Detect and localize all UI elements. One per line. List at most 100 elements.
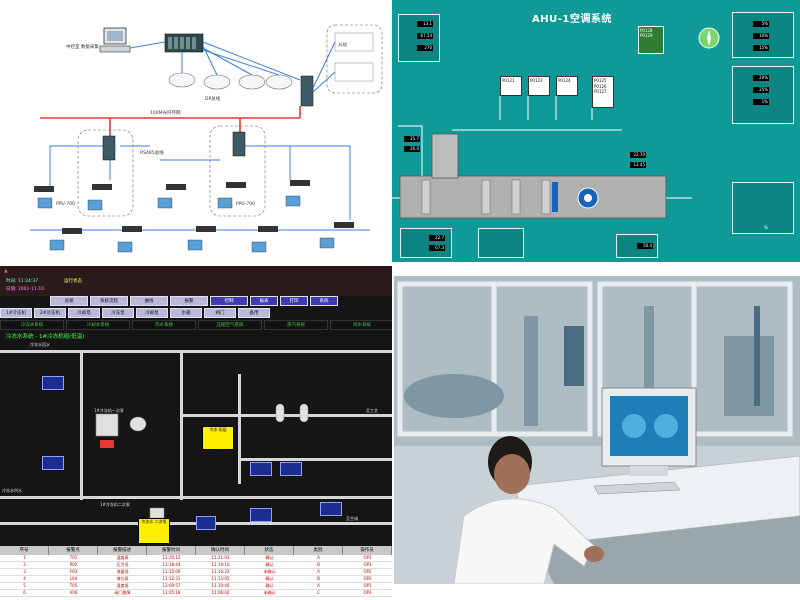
- readout-6: [320, 502, 342, 516]
- th-5: 状态: [245, 546, 294, 555]
- bottom-left-panel: 22.7 67.3: [400, 228, 452, 258]
- right-value-6: 1%: [753, 99, 769, 105]
- right-value-5: 25%: [753, 87, 769, 93]
- ring-label: 100M光纤环网: [150, 111, 181, 116]
- pipe-label-0: 冷冻水回水: [30, 342, 50, 347]
- p-box-1: P0121: [500, 76, 522, 96]
- th-3: 报警时间: [147, 546, 196, 555]
- nav2-btn-0[interactable]: 1#冷冻机: [0, 308, 32, 318]
- scada-chilled-water-screen: ▲ 时间: 11:24:37 日期: 2002-11-10 运行状态 总貌 系统…: [0, 266, 392, 600]
- unit-label: %: [764, 226, 769, 231]
- nav1-btn-4[interactable]: 控制: [210, 296, 248, 306]
- pipe-label-5: 至空调: [346, 516, 358, 521]
- right-mid-panel: 20% 25% 1%: [732, 66, 794, 124]
- center-value-2: 20.0: [404, 146, 420, 152]
- scada-title: 冷冻水系统 - 1#冷冻机组(低温): [6, 334, 85, 340]
- nav2-btn-4[interactable]: 冷却泵: [136, 308, 168, 318]
- th-6: 类别: [294, 546, 343, 555]
- nav3-btn-5[interactable]: 纯水系统: [330, 320, 392, 330]
- pipe-label-4: 至工艺: [366, 408, 378, 413]
- nav3-btn-0[interactable]: 冷冻水系统: [0, 320, 64, 330]
- p-box-2: P0123: [528, 76, 550, 96]
- pipe-v3: [238, 374, 241, 484]
- nav1-btn-2[interactable]: 曲线: [130, 296, 168, 306]
- th-4: 确认时间: [196, 546, 245, 555]
- pipe-mid2: [238, 458, 392, 461]
- warning-icon: ▲: [4, 268, 8, 274]
- plc-rack-icon: [164, 33, 204, 53]
- nav2-btn-1[interactable]: 2#冷冻机: [34, 308, 66, 318]
- nav1-btn-0[interactable]: 总貌: [50, 296, 88, 306]
- yellow-panel-2[interactable]: 冷冻水 二次泵: [138, 518, 170, 544]
- scada-equipment-svg: [95, 403, 309, 519]
- nav3-btn-2[interactable]: 热水系统: [132, 320, 196, 330]
- pipe-v2: [180, 350, 183, 500]
- right-value-4: 20%: [753, 75, 769, 81]
- nav1-btn-3[interactable]: 报警: [170, 296, 208, 306]
- readout-1: [42, 376, 64, 390]
- bottom-value-1: 22.7: [429, 235, 445, 241]
- pipe-label-1: 冷冻水供水: [2, 488, 22, 493]
- right-bottom-panel: [732, 182, 794, 234]
- network-topology-diagram: 中控室 数据采集 DP总线 100M光纤环网 RS485总线 PPU-700 P…: [0, 0, 388, 262]
- center-value-4: 12.45: [630, 162, 646, 168]
- status-text: 运行状态: [64, 279, 82, 284]
- station-label: 从站: [338, 43, 347, 48]
- th-7: 操作员: [343, 546, 392, 555]
- th-0: 序号: [0, 546, 49, 555]
- control-room-illustration: [394, 276, 800, 584]
- pipe-mid: [180, 414, 392, 417]
- pipe-v1: [80, 350, 83, 500]
- field-label-2: PPU-700: [236, 202, 255, 207]
- nav1-btn-7[interactable]: 系统: [310, 296, 338, 306]
- right-value-2: 10%: [753, 33, 769, 39]
- nav2-btn-3[interactable]: 冷冻泵: [102, 308, 134, 318]
- center-value-1: 25.7: [404, 136, 420, 142]
- left-value-3: 270: [417, 45, 433, 51]
- readout-5: [250, 508, 272, 522]
- right-value-1: 5%: [753, 21, 769, 27]
- yellow-panel-1[interactable]: 冷冻 机组: [202, 426, 234, 450]
- computer-icon: [99, 27, 131, 53]
- pipe-bottom: [0, 496, 392, 499]
- nav-row-2: 1#冷冻机 2#冷冻机 冷却塔 冷冻泵 冷却泵 水箱 阀门 备用: [0, 308, 270, 318]
- field-label-1: PPU-700: [56, 202, 75, 207]
- supply-fan-icon: [698, 27, 720, 49]
- bottom-value-2: 67.3: [429, 245, 445, 251]
- nav3-btn-1[interactable]: 冷却水系统: [66, 320, 130, 330]
- bottom-mid-panel: [478, 228, 524, 258]
- bottom-right-panel: 50.4: [616, 234, 658, 258]
- time-line: 时间: 11:24:37: [6, 279, 39, 284]
- nav2-btn-2[interactable]: 冷却塔: [68, 308, 100, 318]
- alarm-table-header: 序号 报警点 报警描述 报警时间 确认时间 状态 类别 操作员: [0, 546, 392, 555]
- left-value-1: 13.1: [417, 21, 433, 27]
- pipe-label-2: 1#冷冻机一次泵: [94, 408, 124, 413]
- center-label: 中控室 数据采集: [66, 45, 99, 50]
- p-box-3: P0124: [556, 76, 578, 96]
- nav1-btn-5[interactable]: 报表: [250, 296, 278, 306]
- network-svg: [30, 24, 383, 253]
- pipe-label-3: 1#冷冻机二次泵: [100, 502, 130, 507]
- nav1-btn-1[interactable]: 系统流程: [90, 296, 128, 306]
- date-line: 日期: 2002-11-10: [6, 287, 45, 292]
- nav3-btn-3[interactable]: 压缩空气系统: [198, 320, 262, 330]
- nav3-btn-4[interactable]: 蒸汽系统: [264, 320, 328, 330]
- nav-row-1: 总貌 系统流程 曲线 报警 控制 报表 打印 系统: [0, 296, 338, 306]
- ahu-duct-svg: [392, 96, 692, 219]
- pipe-top: [0, 350, 392, 353]
- center-value-3: 22.70: [630, 152, 646, 158]
- th-1: 报警点: [49, 546, 98, 555]
- nav1-btn-6[interactable]: 打印: [280, 296, 308, 306]
- nav2-btn-7[interactable]: 备用: [238, 308, 270, 318]
- nav2-btn-6[interactable]: 阀门: [204, 308, 236, 318]
- nav2-btn-5[interactable]: 水箱: [170, 308, 202, 318]
- right-top-panel: 5% 10% 15%: [732, 12, 794, 58]
